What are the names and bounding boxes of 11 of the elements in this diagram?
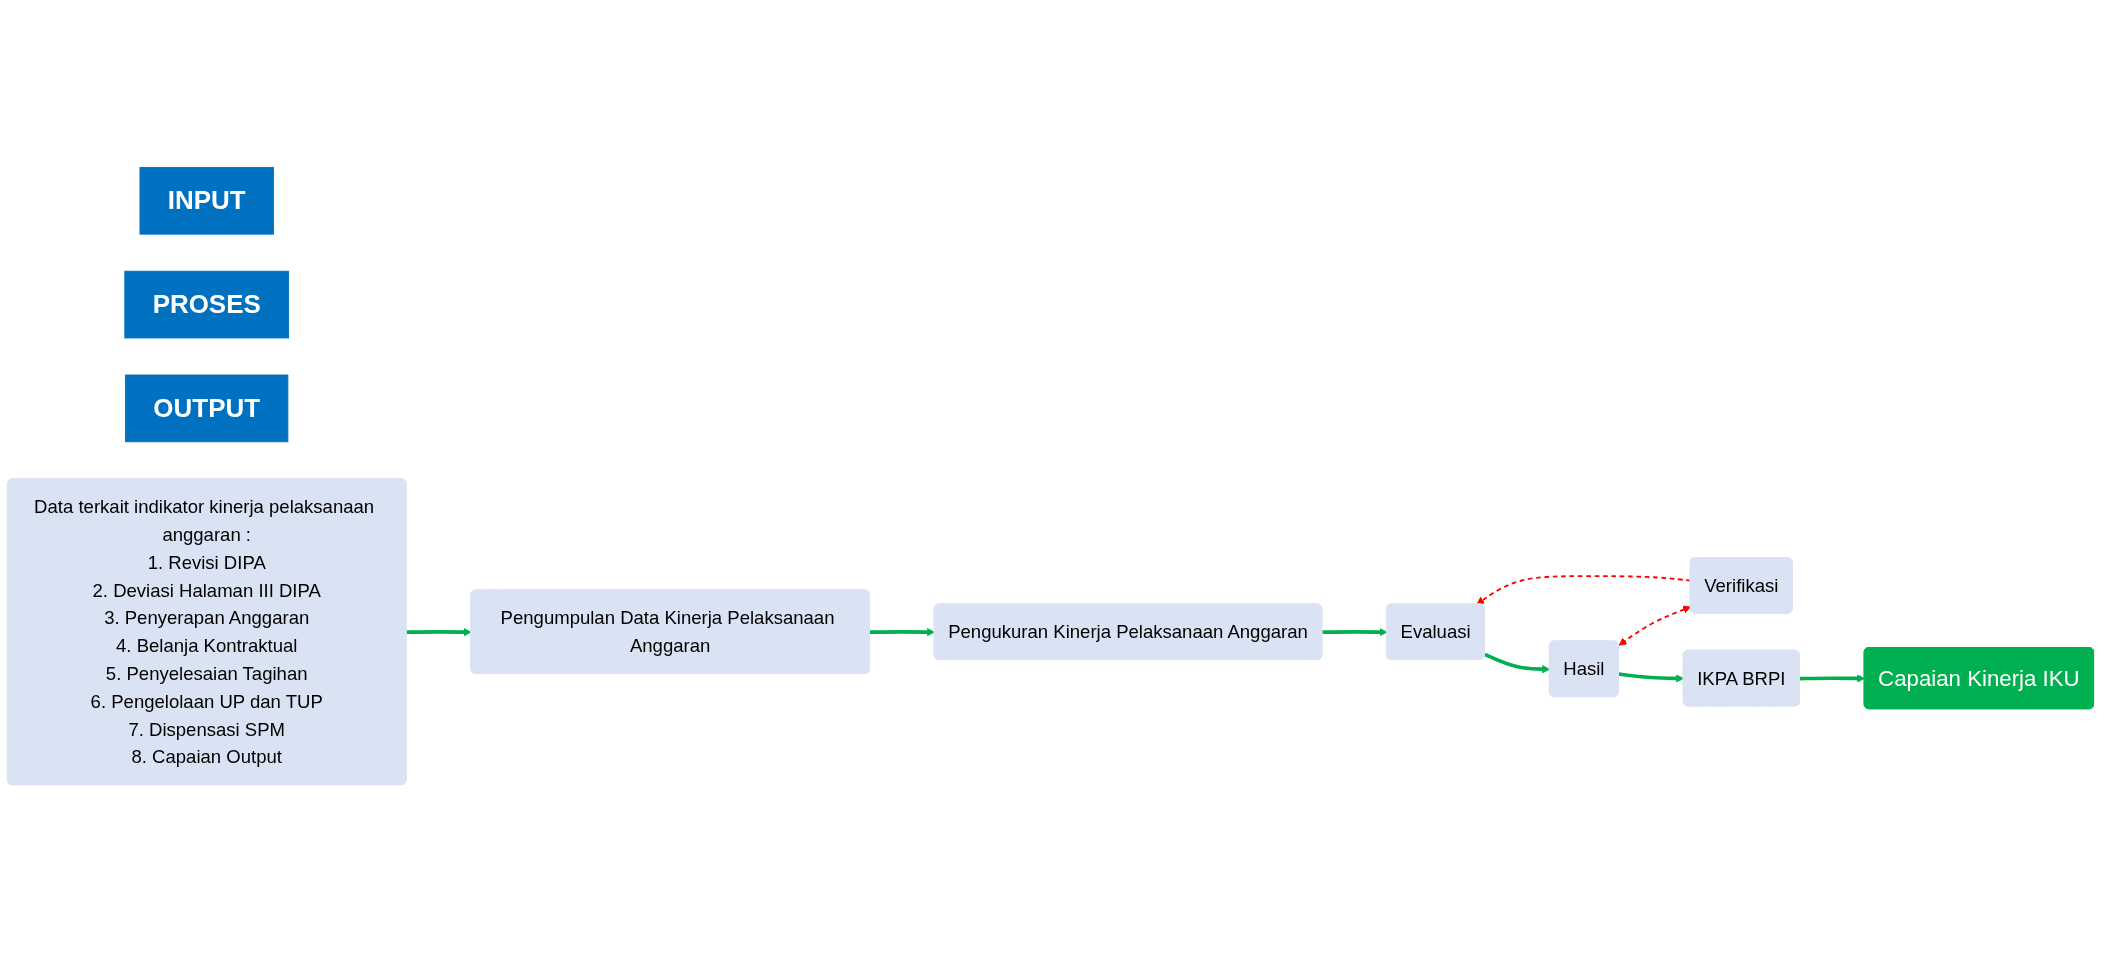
node-box: PROSES [124, 271, 290, 339]
arrow [406, 628, 472, 637]
arrow [1484, 653, 1551, 674]
arrow [869, 628, 936, 637]
arrow [1476, 575, 1692, 606]
node-box: INPUT [139, 167, 274, 236]
arrow [1618, 672, 1685, 683]
arrow [1618, 606, 1692, 647]
arrow [1799, 674, 1866, 683]
arrow [1322, 628, 1388, 637]
node-box: OUTPUT [125, 375, 289, 443]
